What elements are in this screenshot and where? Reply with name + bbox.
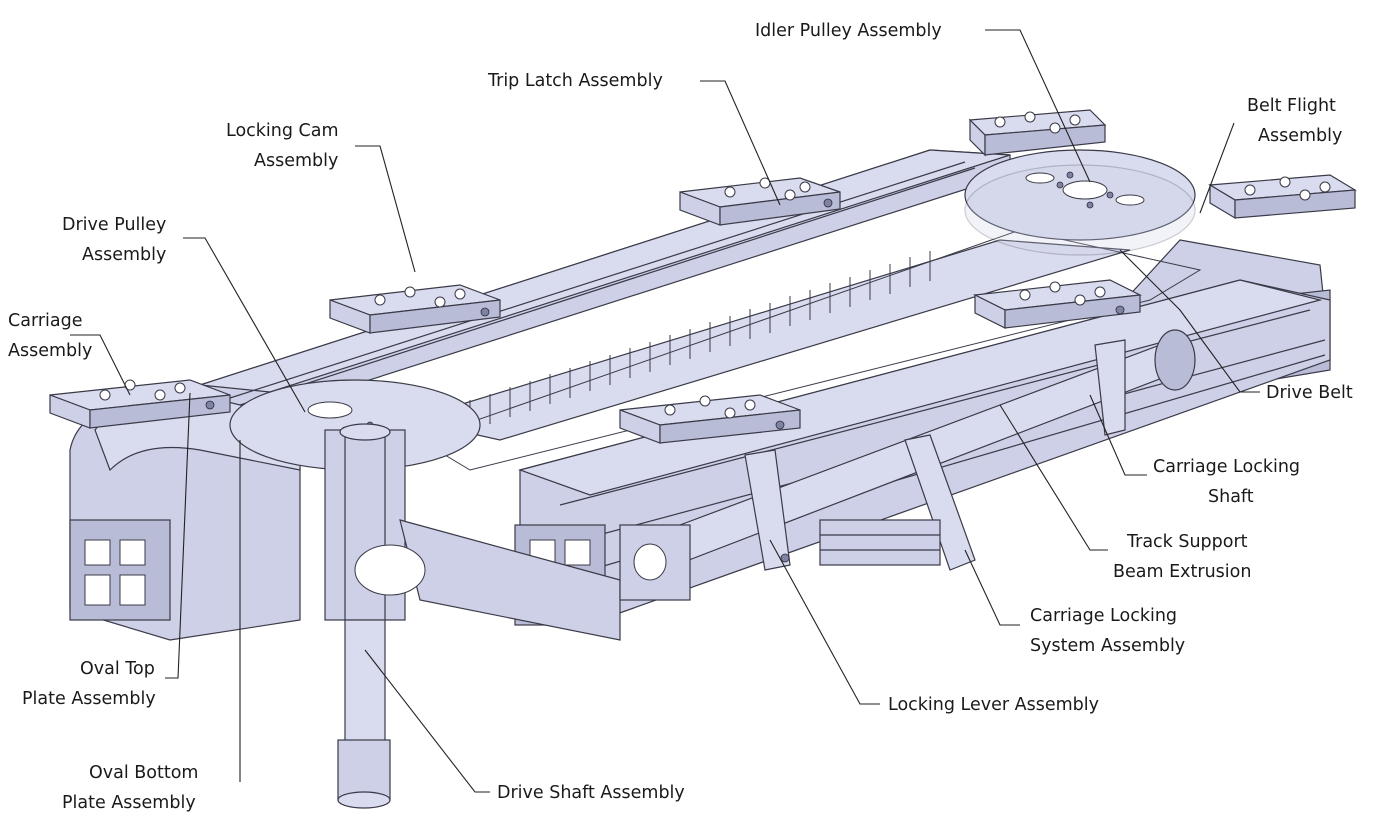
carriage-front-mid <box>619 394 801 444</box>
label-idler-pulley: Idler Pulley Assembly <box>755 21 942 41</box>
label-trip-latch: Trip Latch Assembly <box>487 71 663 91</box>
label-drive-shaft: Drive Shaft Assembly <box>497 783 685 803</box>
carriage-belt-flight <box>1208 174 1357 220</box>
label-drive-belt: Drive Belt <box>1266 383 1353 403</box>
locking-lever-right <box>1094 339 1126 436</box>
label-track-support-2: Beam Extrusion <box>1113 562 1251 582</box>
leader-oval-top <box>165 392 191 679</box>
carriage-front-right <box>972 279 1143 329</box>
label-drive-pulley-2: Assembly <box>82 245 166 265</box>
carriage-idler <box>968 109 1107 157</box>
leader-carriage <box>70 334 131 396</box>
carriage-left <box>49 379 231 429</box>
label-locking-cam-1: Locking Cam <box>226 121 339 141</box>
leader-drive-shaft <box>364 649 490 793</box>
leader-drive-belt <box>1119 249 1260 393</box>
label-oval-bottom-2: Plate Assembly <box>62 793 196 813</box>
label-drive-pulley-1: Drive Pulley <box>62 215 166 235</box>
leader-idler-pulley <box>985 29 1091 183</box>
leader-track-support <box>999 404 1108 551</box>
labels: Idler Pulley Assembly Trip Latch Assembl… <box>8 21 1353 813</box>
label-carriage-locking-system-2: System Assembly <box>1030 636 1185 656</box>
label-oval-top-2: Plate Assembly <box>22 689 156 709</box>
drive-belt-shape <box>418 229 1202 471</box>
drive-shaft-end <box>337 739 391 801</box>
leader-trip-latch <box>700 80 781 206</box>
conveyor-machine-illustration <box>49 109 1357 809</box>
leader-locking-lever <box>769 539 880 705</box>
label-carriage-2: Assembly <box>8 341 92 361</box>
carriage-trip-latch <box>679 177 841 226</box>
label-carriage-locking-shaft-1: Carriage Locking <box>1153 457 1300 477</box>
label-locking-lever: Locking Lever Assembly <box>888 695 1099 715</box>
leader-belt-flight <box>1199 122 1235 214</box>
label-locking-cam-2: Assembly <box>254 151 338 171</box>
leader-locking-cam <box>355 145 416 273</box>
front-track-beam-top <box>517 279 1323 496</box>
label-oval-bottom-1: Oval Bottom <box>89 763 198 783</box>
leader-carriage-locking-shaft <box>1089 394 1147 476</box>
label-belt-flight-1: Belt Flight <box>1247 96 1336 116</box>
belt-teeth-back <box>469 251 931 430</box>
drive-shaft <box>344 619 386 761</box>
leader-lines <box>70 29 1260 793</box>
label-carriage-locking-shaft-2: Shaft <box>1208 487 1254 507</box>
label-belt-flight-2: Assembly <box>1258 126 1342 146</box>
locking-lever <box>744 449 791 571</box>
label-carriage-1: Carriage <box>8 311 83 331</box>
label-track-support-1: Track Support <box>1126 532 1248 552</box>
carriage-locking-cam <box>329 284 501 334</box>
leader-drive-pulley <box>183 237 306 413</box>
leader-carriage-locking-system <box>964 549 1020 626</box>
label-carriage-locking-system-1: Carriage Locking <box>1030 606 1177 626</box>
label-oval-top-1: Oval Top <box>80 659 155 679</box>
